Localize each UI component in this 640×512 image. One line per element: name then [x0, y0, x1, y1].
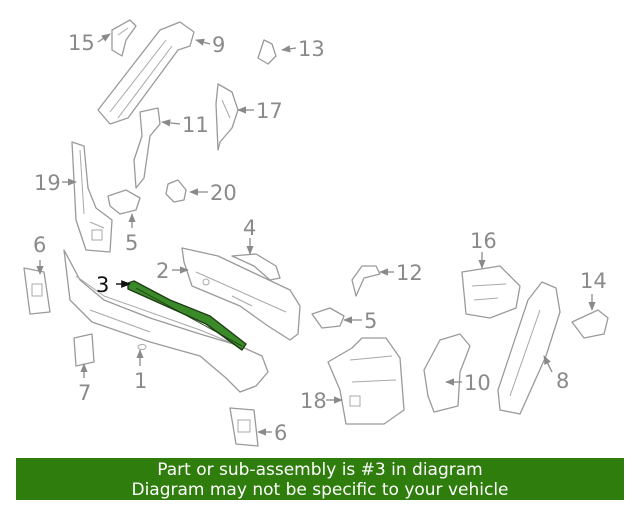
callout-11: 10	[464, 371, 491, 395]
callout-21: 20	[210, 181, 237, 205]
info-banner: Part or sub-assembly is #3 in diagram Di…	[16, 458, 624, 500]
callout-18: 17	[256, 99, 283, 123]
part-9-rail	[497, 281, 561, 415]
part-6-plate	[229, 407, 259, 447]
callout-20: 19	[34, 171, 61, 195]
callout-9: 8	[556, 369, 569, 393]
leader-lines	[36, 33, 596, 436]
callout-10: 9	[212, 33, 225, 57]
part-18-panel	[215, 83, 239, 151]
part-2-panel	[181, 247, 301, 341]
part-21-clip	[165, 179, 187, 203]
part-17-bracket	[461, 265, 521, 319]
part-13-bracket	[351, 265, 381, 297]
part-19-bracket	[327, 337, 405, 425]
callout-13: 12	[396, 261, 423, 285]
part-10-rail	[97, 21, 195, 125]
part-3-highlighted	[127, 280, 247, 351]
callout-5-middle: 5	[364, 309, 377, 333]
parts-diagram: 15 9 13 17 11 19 20 5 4 6 2 3 12 5 16 14…	[23, 19, 609, 447]
banner-line-1: Part or sub-assembly is #3 in diagram	[157, 460, 483, 480]
part-15-bracket	[571, 309, 609, 339]
callout-2: 2	[156, 259, 169, 283]
part-8-cover	[73, 333, 95, 367]
callout-15: 14	[580, 269, 607, 293]
callout-1: 1	[134, 369, 147, 393]
callout-16: 15	[68, 31, 95, 55]
callout-14: 13	[298, 37, 325, 61]
part-5-bracket-middle	[311, 307, 345, 329]
callout-6: 6	[274, 421, 287, 445]
callout-12: 11	[182, 113, 209, 137]
part-20-pillar	[71, 141, 113, 253]
part-5-bracket-upper	[107, 189, 141, 215]
callout-3: 3	[96, 273, 109, 297]
part-4-bracket	[231, 253, 281, 281]
part-11-bracket	[423, 333, 471, 413]
callout-4: 4	[243, 216, 256, 240]
banner-line-2: Diagram may not be specific to your vehi…	[131, 480, 509, 500]
part-14-bracket	[257, 39, 277, 65]
callout-19: 18	[300, 389, 327, 413]
callout-8: 7	[78, 381, 91, 405]
part-16-bracket	[111, 19, 137, 57]
part-7-plate	[23, 267, 51, 315]
part-12-brace	[133, 107, 161, 189]
callout-7: 6	[33, 233, 46, 257]
callout-5-upper: 5	[125, 231, 138, 255]
callout-17: 16	[470, 229, 497, 253]
